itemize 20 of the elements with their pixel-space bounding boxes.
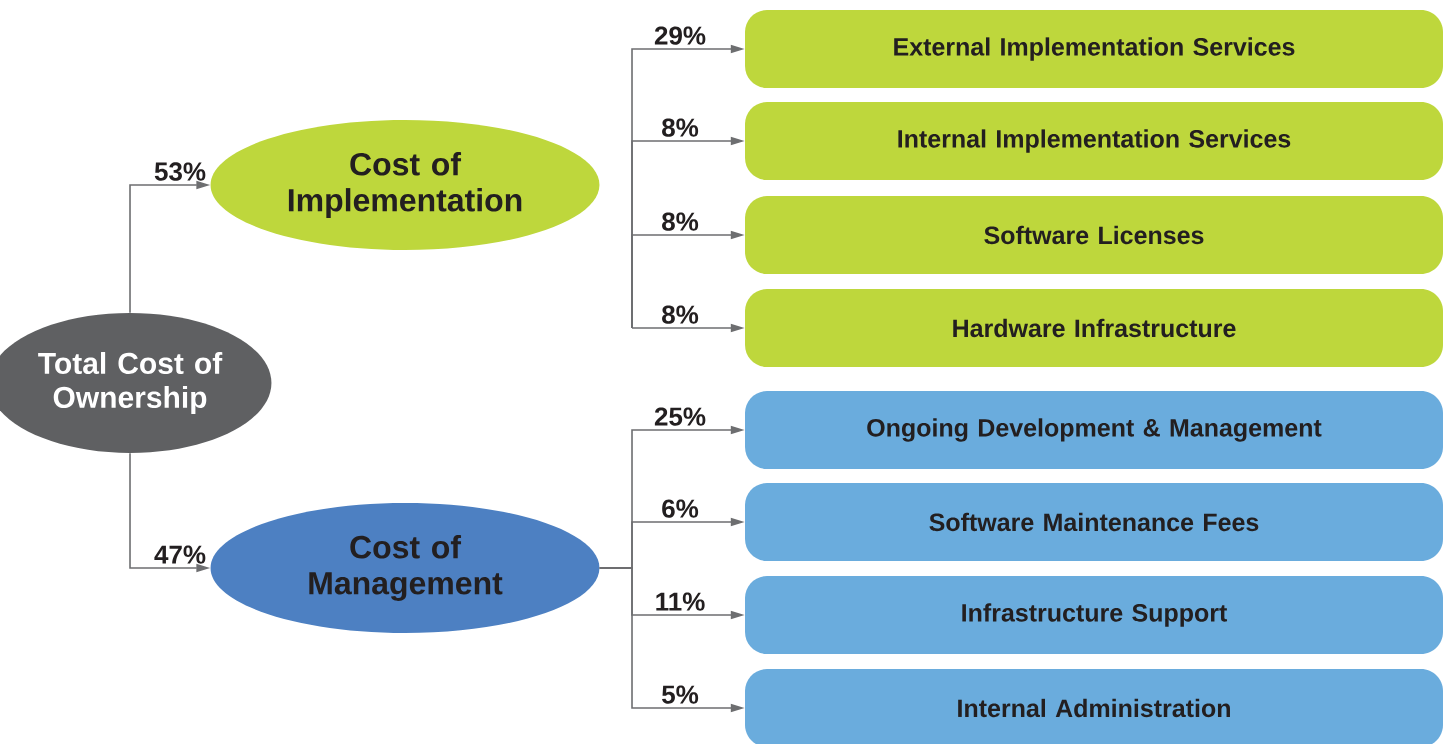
ellipse-node: Cost of Implementation: [210, 120, 600, 250]
category-box: External Implementation Services: [745, 10, 1443, 88]
category-box: Internal Administration: [745, 669, 1443, 744]
category-box: Software Maintenance Fees: [745, 483, 1443, 561]
edge-label: 8%: [662, 305, 699, 324]
category-box: Ongoing Development & Management: [745, 391, 1443, 469]
edge-label: 53%: [154, 162, 206, 181]
category-box: Hardware Infrastructure: [745, 289, 1443, 367]
ellipse-node: Cost of Management: [210, 503, 600, 633]
edge-label: 5%: [662, 685, 699, 704]
edge-label: 8%: [662, 212, 699, 231]
category-box: Software Licenses: [745, 196, 1443, 274]
edge-label: 8%: [662, 118, 699, 137]
edge-label: 6%: [662, 499, 699, 518]
category-box: Internal Implementation Services: [745, 102, 1443, 180]
edge-label: 25%: [654, 407, 706, 426]
category-box: Infrastructure Support: [745, 576, 1443, 654]
edge-label: 11%: [656, 592, 705, 611]
edge-label: 29%: [654, 26, 706, 45]
edge-label: 47%: [154, 545, 206, 564]
